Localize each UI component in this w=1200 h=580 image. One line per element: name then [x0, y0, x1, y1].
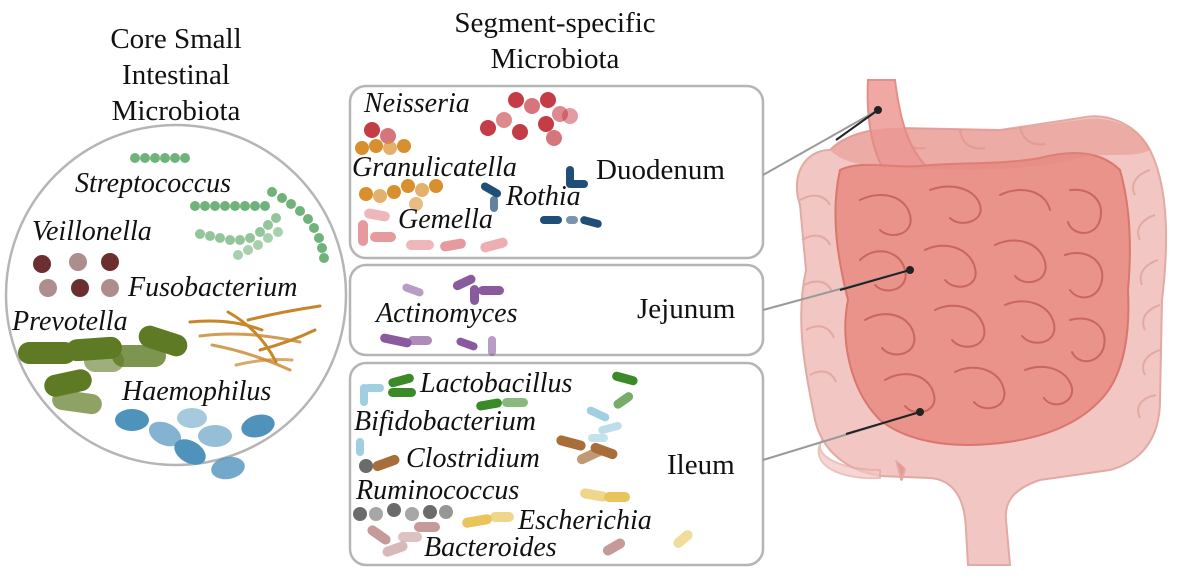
- duodenum-leader-grey: [762, 109, 879, 176]
- jejunum-leader-dark: [839, 269, 911, 291]
- ileum-point: [916, 408, 924, 416]
- segment-title-line-2: Microbiota: [491, 43, 620, 75]
- segment-label-duodenum: Duodenum: [596, 154, 725, 186]
- duodenum-genus-rothia: Rothia: [505, 181, 581, 212]
- fusobacterium-cells: [188, 304, 322, 372]
- core-genus-prevotella: Prevotella: [11, 306, 128, 337]
- segment-label-ileum: Ileum: [667, 449, 735, 481]
- ileum-panel: Lactobacillus Bifidobacterium Clostridiu…: [348, 361, 765, 567]
- segment-title-line-1: Segment-specific: [454, 7, 655, 39]
- segment-title: Segment-specific Microbiota: [454, 7, 655, 75]
- duodenum-box: [348, 84, 765, 260]
- core-title-line-3: Microbiota: [112, 95, 241, 127]
- core-microbiota-circle: Streptococcus Veillonella Fusobacterium …: [4, 123, 348, 480]
- ileum-genus-clostridium: Clostridium: [406, 443, 540, 474]
- intestine-illustration: [795, 79, 1168, 566]
- lactobacillus-cells: [388, 371, 638, 411]
- core-genus-haemophilus: Haemophilus: [121, 376, 271, 407]
- duodenum-leader-dark: [835, 109, 879, 141]
- ileum-genus-bifidobacterium: Bifidobacterium: [354, 406, 536, 437]
- ileum-genus-bacteroides: Bacteroides: [424, 532, 557, 563]
- bifidobacterium-cells: [356, 384, 622, 456]
- streptococcus-cells: [130, 153, 329, 263]
- core-genus-fusobacterium: Fusobacterium: [127, 272, 298, 303]
- transverse-colon-overlay: [830, 118, 1150, 170]
- jejunum-panel: Actinomyces Jejunum: [348, 263, 765, 357]
- strep-chain-5: [233, 227, 283, 260]
- segment-label-jejunum: Jejunum: [637, 293, 736, 325]
- small-intestine: [834, 152, 1131, 446]
- prevotella-cells: [18, 325, 188, 415]
- core-genus-veillonella: Veillonella: [32, 216, 152, 247]
- actinomyces-cells: [380, 274, 504, 356]
- ileum-leader-dark: [845, 411, 921, 435]
- neisseria-cells: [364, 92, 578, 146]
- ileum-genus-escherichia: Escherichia: [517, 505, 652, 536]
- rothia-cells: [480, 166, 602, 228]
- ruminococcus-cells: [353, 459, 453, 521]
- strep-chain-4: [195, 213, 281, 245]
- small-intestine-folds: [859, 185, 1106, 414]
- strep-chain-2: [190, 201, 270, 211]
- duodenum-genus-granulicatella: Granulicatella: [352, 152, 517, 183]
- strep-chain-3: [267, 187, 329, 263]
- granulicatella-cells: [355, 139, 443, 211]
- ileum-genus-ruminococcus: Ruminococcus: [355, 475, 519, 506]
- strep-chain-1: [130, 153, 190, 163]
- escherichia-cells: [462, 488, 693, 548]
- gemella-cells: [358, 208, 508, 253]
- duodenum-genus-neisseria: Neisseria: [363, 88, 470, 119]
- haemophilus-cells: [115, 408, 275, 480]
- ileum-genus-lactobacillus: Lactobacillus: [419, 368, 573, 399]
- core-title-line-2: Intestinal: [122, 59, 230, 91]
- core-genus-streptococcus: Streptococcus: [75, 168, 231, 199]
- bacteroides-cells: [367, 522, 626, 557]
- duodenum-panel: Neisseria Granulicatella Rothia Gemella …: [348, 84, 765, 260]
- duodenum-genus-gemella: Gemella: [398, 204, 493, 235]
- core-title-line-1: Core Small: [110, 23, 241, 55]
- clostridium-cells: [372, 435, 618, 472]
- core-title: Core Small Intestinal Microbiota: [110, 23, 241, 127]
- jejunum-point: [906, 266, 914, 274]
- veillonella-cells: [33, 253, 119, 297]
- duodenum-point: [874, 106, 882, 114]
- jejunum-genus-actinomyces: Actinomyces: [374, 298, 518, 329]
- leader-lines: [762, 106, 924, 461]
- ileum-box: [348, 361, 765, 567]
